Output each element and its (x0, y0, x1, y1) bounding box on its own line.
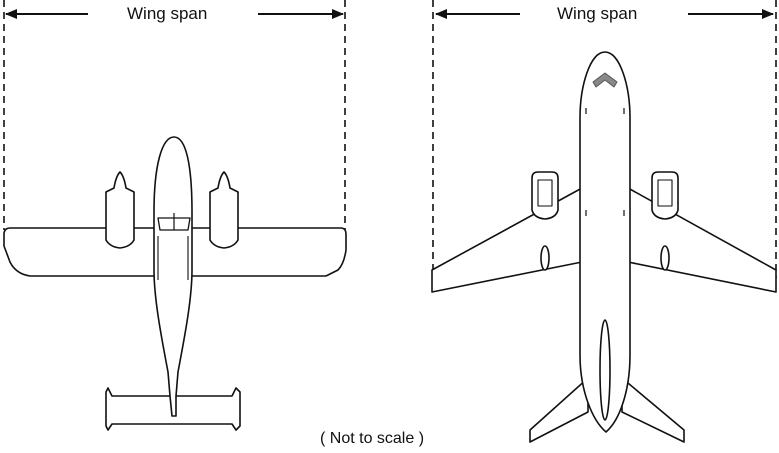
prop-fuselage (153, 136, 193, 417)
left-wingspan-label: Wing span (127, 4, 208, 23)
jet-right-wing (627, 187, 777, 293)
right-wingspan-label: Wing span (557, 4, 638, 23)
jet-cockpit (592, 72, 618, 88)
jet-right-stabilizer (621, 377, 685, 443)
jet-right-engine-inlet (657, 179, 673, 207)
propeller-aircraft (3, 0, 347, 431)
left-engine (105, 171, 135, 249)
jet-right-engine (651, 171, 679, 220)
jet-airliner (431, 0, 777, 443)
jet-fuselage (579, 51, 631, 433)
jet-left-stabilizer (529, 377, 589, 443)
jet-left-engine-inlet (537, 179, 553, 207)
jet-left-fairing (540, 245, 550, 271)
prop-cockpit (157, 217, 191, 231)
jet-right-fairing (660, 245, 670, 271)
jet-left-engine (531, 171, 559, 220)
right-engine (209, 171, 239, 249)
jet-vertical-fin (599, 319, 611, 421)
jet-left-wing (431, 187, 583, 293)
not-to-scale-note: ( Not to scale ) (320, 430, 425, 447)
